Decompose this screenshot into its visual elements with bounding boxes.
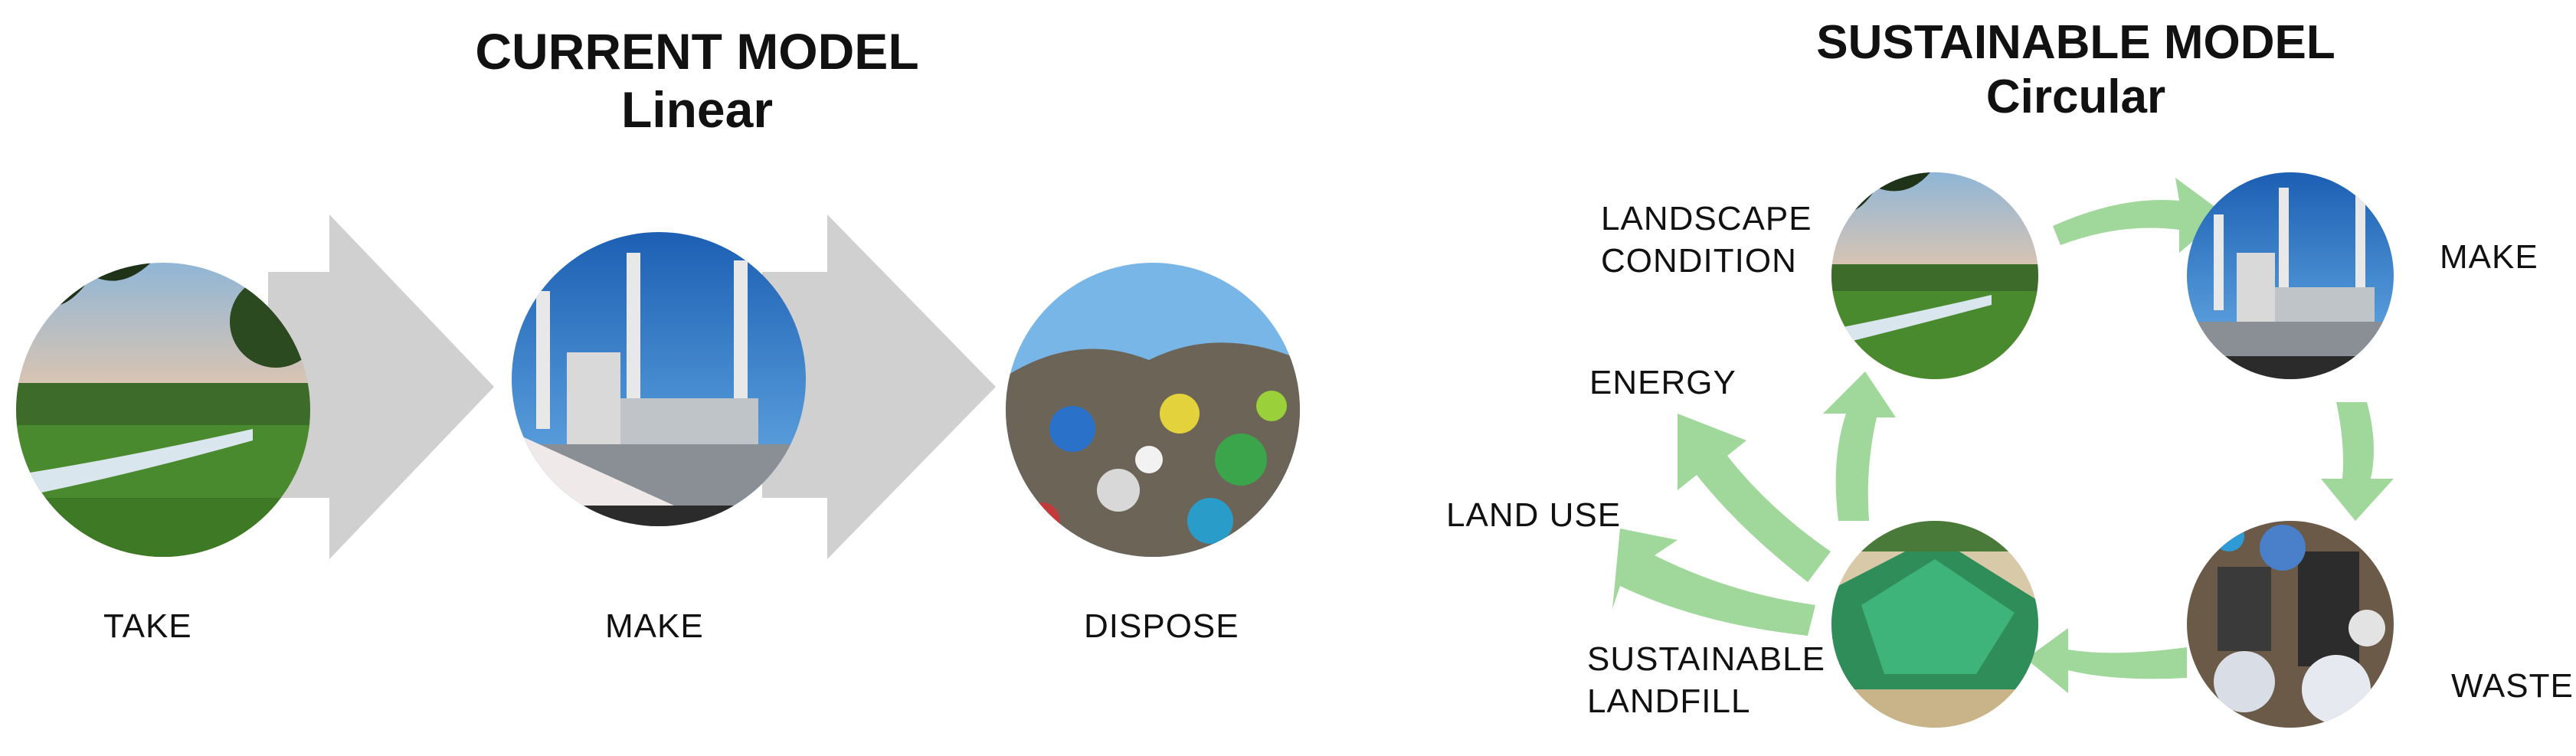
sustainable-landfill-image bbox=[1831, 521, 2038, 728]
cycle-arrow-to-landscape bbox=[1823, 371, 1896, 521]
cycle-arrow-to-landfill bbox=[2026, 628, 2187, 693]
dispose-image bbox=[1006, 263, 1300, 557]
output-arrow-land-use bbox=[1612, 529, 1815, 636]
label-energy: ENERGY bbox=[1589, 364, 1736, 401]
linear-step-make: MAKE bbox=[605, 607, 704, 645]
linear-arrow-2 bbox=[762, 214, 996, 559]
output-arrow-energy bbox=[1678, 414, 1831, 582]
landscape-condition-image bbox=[1831, 172, 2038, 379]
linear-title-block: CURRENT MODEL Linear bbox=[429, 23, 965, 139]
label-sustainable-landfill: SUSTAINABLE LANDFILL bbox=[1587, 640, 1825, 720]
take-image bbox=[16, 263, 310, 557]
circular-make-image bbox=[2187, 172, 2394, 379]
waste-image bbox=[2187, 521, 2394, 728]
circular-title: SUSTAINABLE MODEL bbox=[1816, 16, 2335, 69]
label-waste: WASTE bbox=[2451, 667, 2574, 705]
circular-diagram bbox=[1612, 172, 2394, 728]
linear-diagram bbox=[16, 214, 1300, 559]
linear-step-dispose: DISPOSE bbox=[1084, 607, 1239, 645]
circular-title-block: SUSTAINABLE MODEL Circular bbox=[1762, 15, 2390, 125]
linear-title: CURRENT MODEL bbox=[475, 23, 919, 80]
label-landscape-condition: LANDSCAPE CONDITION bbox=[1601, 200, 1812, 280]
circular-subtitle: Circular bbox=[1985, 70, 2166, 124]
linear-arrow-1 bbox=[268, 214, 494, 559]
linear-subtitle: Linear bbox=[620, 80, 774, 138]
label-make: MAKE bbox=[2440, 238, 2538, 276]
cycle-arrow-to-waste bbox=[2321, 402, 2394, 521]
label-land-use: LAND USE bbox=[1446, 496, 1622, 534]
linear-step-take: TAKE bbox=[103, 607, 192, 645]
cycle-arrow-to-make bbox=[2053, 178, 2225, 253]
